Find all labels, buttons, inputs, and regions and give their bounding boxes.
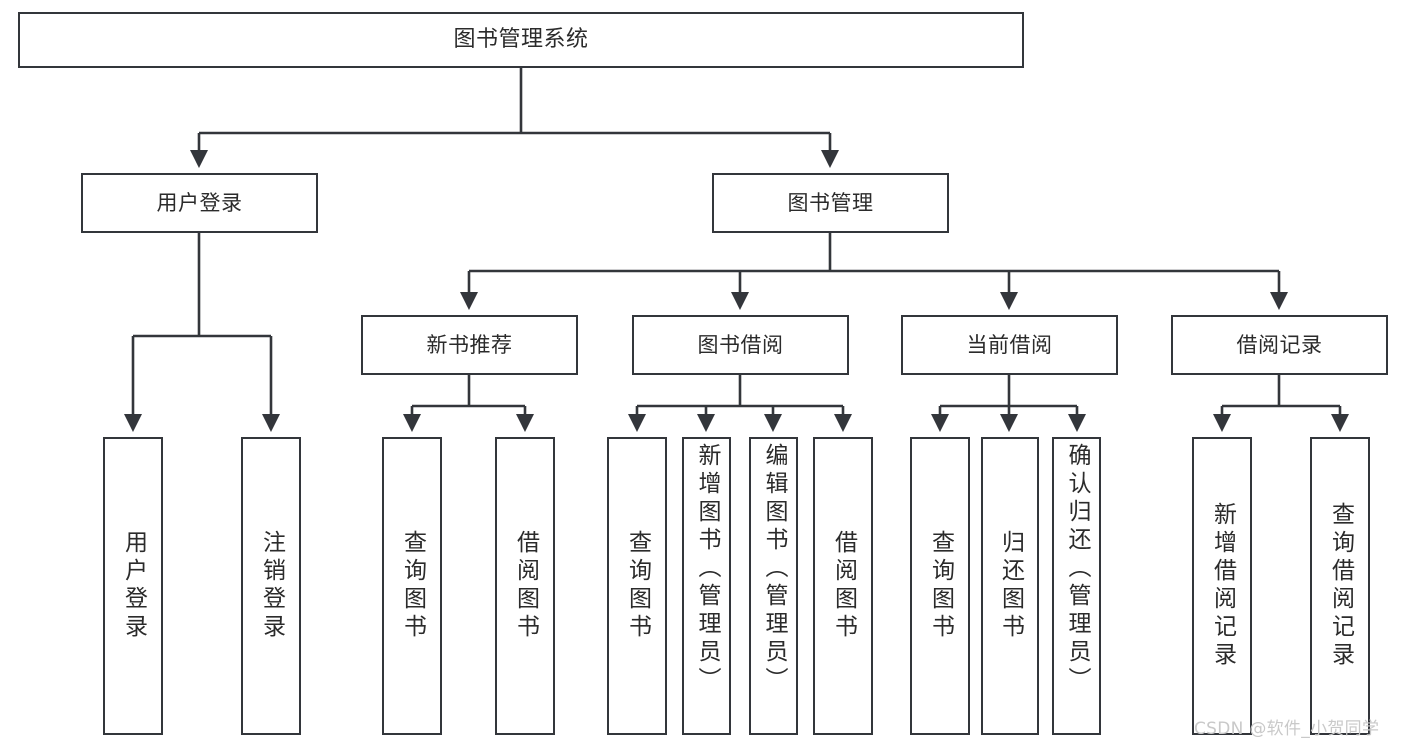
node-borrow-record[interactable]: 借阅记录 [1171,315,1388,375]
node-label: 新增图书（管理员） [694,443,720,695]
node-user-login[interactable]: 用户登录 [81,173,318,233]
leaf-query-book-recommend[interactable]: 查询图书 [382,437,442,735]
node-book-management[interactable]: 图书管理 [712,173,949,233]
node-label: 新增借阅记录 [1209,502,1236,670]
node-label: 用户登录 [156,190,243,215]
node-label: 用户登录 [120,530,147,642]
node-label: 当前借阅 [966,332,1053,357]
node-label: 查询借阅记录 [1327,502,1354,670]
node-label: 注销登录 [258,530,285,642]
node-label: 编辑图书（管理员） [761,443,787,695]
node-label: 确认归还（管理员） [1064,443,1090,695]
leaf-add-book-admin[interactable]: 新增图书（管理员） [682,437,731,735]
leaf-confirm-return-admin[interactable]: 确认归还（管理员） [1052,437,1101,735]
node-label: 借阅图书 [512,530,539,642]
leaf-borrow-book[interactable]: 借阅图书 [813,437,873,735]
node-label: 图书管理 [787,190,874,215]
leaf-query-book-current[interactable]: 查询图书 [910,437,970,735]
node-label: 借阅图书 [830,530,857,642]
node-label: 查询图书 [399,530,426,642]
node-label: 查询图书 [927,530,954,642]
leaf-query-book-borrow[interactable]: 查询图书 [607,437,667,735]
node-label: 借阅记录 [1236,332,1323,357]
node-label: 图书管理系统 [453,27,589,53]
leaf-query-borrow-record[interactable]: 查询借阅记录 [1310,437,1370,735]
node-root-book-management-system[interactable]: 图书管理系统 [18,12,1024,68]
leaf-logout[interactable]: 注销登录 [241,437,301,735]
node-book-borrow[interactable]: 图书借阅 [632,315,849,375]
watermark-text: CSDN @软件_小贺同学 [1194,719,1380,739]
node-current-borrow[interactable]: 当前借阅 [901,315,1118,375]
node-label: 新书推荐 [426,332,513,357]
leaf-edit-book-admin[interactable]: 编辑图书（管理员） [749,437,798,735]
node-label: 查询图书 [624,530,651,642]
leaf-borrow-book-recommend[interactable]: 借阅图书 [495,437,555,735]
leaf-add-borrow-record[interactable]: 新增借阅记录 [1192,437,1252,735]
node-new-book-recommend[interactable]: 新书推荐 [361,315,578,375]
node-label: 图书借阅 [697,332,784,357]
leaf-return-book[interactable]: 归还图书 [981,437,1039,735]
leaf-user-login[interactable]: 用户登录 [103,437,163,735]
node-label: 归还图书 [997,530,1024,642]
